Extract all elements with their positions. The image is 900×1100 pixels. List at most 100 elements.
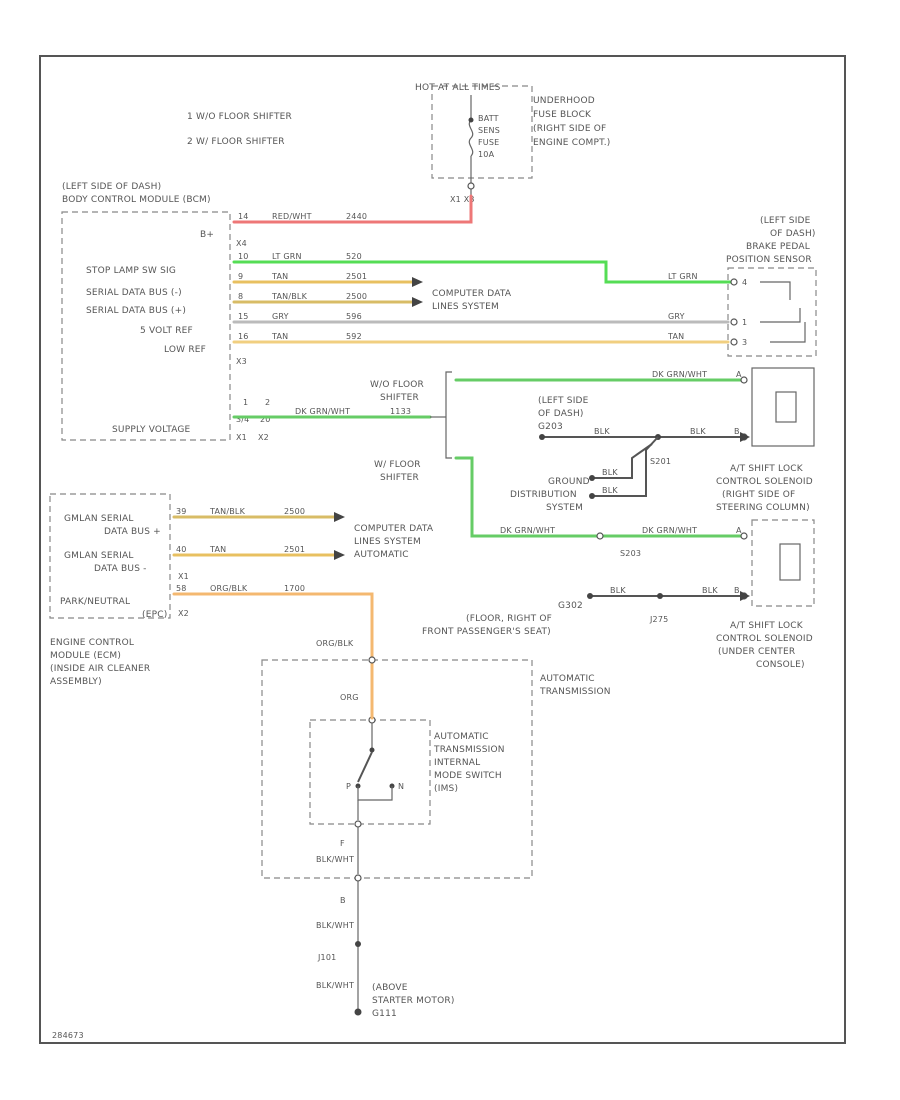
g302-line-2: (FLOOR, RIGHT OF — [466, 614, 552, 624]
mode-switch-pivot-dot — [369, 747, 375, 753]
bcm-supply-pin-2: 20 — [260, 415, 271, 424]
brake-location-line-3: BRAKE PEDAL — [746, 242, 810, 252]
ecm-connector-x2: X2 — [178, 609, 189, 618]
ecm-computer-data-label-3: AUTOMATIC — [354, 550, 409, 560]
wire-blk-g302-label-1: BLK — [610, 586, 626, 595]
wire-shifter-w-label-1: DK GRN/WHT — [500, 526, 555, 535]
wire-lt-grn-520 — [232, 260, 737, 284]
wire-ecm-org-blk-color: ORG/BLK — [210, 584, 248, 593]
mode-switch-pin-bottom-icon — [354, 820, 362, 828]
brake-pin-c-icon — [730, 338, 738, 346]
diagram-frame — [39, 55, 846, 1044]
transmission-org-blk-label: ORG/BLK — [316, 639, 354, 648]
fuse-location-line-4: ENGINE COMPT.) — [533, 138, 611, 148]
solenoid-center-line-4: CONSOLE) — [756, 660, 805, 670]
ground-dist-blk-2: BLK — [602, 486, 618, 495]
bcm-supply-pin-1: 3/4 — [236, 415, 249, 424]
bcm-pin-supply-voltage: SUPPLY VOLTAGE — [112, 425, 191, 435]
brake-location-line-4: POSITION SENSOR — [726, 255, 812, 265]
shift-lock-solenoid-center: A B BLK BLK J275 G302 (FLOOR, RIGHT OF F… — [422, 519, 815, 670]
bcm-pin-serial-data-plus: SERIAL DATA BUS (+) — [86, 306, 186, 316]
g302-line-3: FRONT PASSENGER'S SEAT) — [422, 627, 551, 637]
wire-tan-pin: 9 — [238, 272, 243, 281]
ground-dist-dot-2 — [589, 493, 595, 499]
ecm-pin-gmlan-plus-1: GMLAN SERIAL — [64, 514, 134, 524]
bcm-supply-note-1: 1 — [243, 398, 248, 407]
solenoid-center-line-1: A/T SHIFT LOCK — [730, 621, 804, 631]
g302-ground-dot — [587, 593, 593, 599]
wire-ecm-org-blk-circuit: 1700 — [284, 584, 305, 593]
wire-red-wht-circuit: 2440 — [346, 212, 367, 221]
brake-pedal-position-sensor: (LEFT SIDE OF DASH) BRAKE PEDAL POSITION… — [667, 216, 817, 357]
ecm-computer-data-label-2: LINES SYSTEM — [354, 537, 421, 547]
wire-dk-grn-wht-circuit: 1133 — [390, 407, 411, 416]
brake-pin-c-label: 3 — [742, 338, 747, 347]
wire-shifter-wo-label: DK GRN/WHT — [652, 370, 707, 379]
solenoid-right-line-3: (RIGHT SIDE OF — [722, 490, 795, 500]
wire-gry-circuit: 596 — [346, 312, 362, 321]
mode-switch-contact-icon — [357, 751, 373, 783]
shifter-w-line-1: W/ FLOOR — [374, 460, 421, 470]
wire-dk-grn-wht-color: DK GRN/WHT — [295, 407, 350, 416]
note-with-floor-shifter: 2 W/ FLOOR SHIFTER — [187, 137, 285, 147]
ecm-location-line-2: MODULE (ECM) — [50, 651, 121, 661]
wire-tan-blk-color: TAN/BLK — [271, 292, 308, 301]
solenoid-right-pin-b-label: B — [734, 427, 740, 436]
brake-wire-lt-grn-label: LT GRN — [668, 272, 698, 281]
bcm-connector-x4: X4 — [236, 239, 247, 248]
brake-location-line-1: (LEFT SIDE — [760, 216, 811, 226]
wire-lt-grn-color: LT GRN — [272, 252, 302, 261]
automatic-transmission: AUTOMATIC TRANSMISSION ORG/BLK ORG AUTOM… — [261, 639, 611, 882]
brake-pin-a-icon — [730, 278, 738, 286]
wire-gry-color: GRY — [272, 312, 289, 321]
bcm-location-line-2: BODY CONTROL MODULE (BCM) — [62, 195, 211, 205]
splice-j101-icon — [355, 941, 361, 947]
wire-ecm-org-blk-pin: 58 — [176, 584, 187, 593]
solenoid-center-pin-a-label: A — [736, 526, 742, 535]
ground-dist-dot-1 — [589, 475, 595, 481]
wire-blk-s201-down-2 — [594, 443, 653, 479]
solenoid-center-coil-icon — [779, 543, 801, 581]
ecm-location-line-1: ENGINE CONTROL — [50, 638, 134, 648]
g203-location-line-3: G203 — [538, 422, 563, 432]
body-control-module: (LEFT SIDE OF DASH) BODY CONTROL MODULE … — [61, 182, 271, 442]
hot-at-all-times-label: HOT AT ALL TIMES — [415, 83, 501, 93]
ecm-pin-gmlan-minus-2: DATA BUS - — [94, 564, 147, 574]
solenoid-right-line-2: CONTROL SOLENOID — [716, 477, 813, 487]
computer-data-lines-label-2: LINES SYSTEM — [432, 302, 499, 312]
splice-j101-label: J101 — [317, 953, 336, 962]
fuse-name-line-1: BATT — [478, 114, 499, 123]
wire-tan-blk-arrow-icon — [412, 297, 423, 307]
wire-ecm-org-blk-1700 — [172, 592, 374, 712]
ground-dist-line-1: GROUND — [548, 477, 590, 487]
ecm-pin-gmlan-minus-1: GMLAN SERIAL — [64, 551, 134, 561]
shifter-w-line-2: SHIFTER — [380, 473, 419, 483]
mode-switch-outline — [309, 719, 431, 825]
ecm-pin-park-neutral-1: PARK/NEUTRAL — [60, 597, 130, 607]
splice-j275-icon — [657, 593, 663, 599]
wire-ecm-tan-pin: 40 — [176, 545, 187, 554]
wire-ecm-tan-blk-arrow-icon — [334, 512, 345, 522]
engine-control-module: GMLAN SERIAL DATA BUS + GMLAN SERIAL DAT… — [49, 493, 189, 687]
splice-s203-label: S203 — [620, 549, 641, 558]
mode-switch-line-3: INTERNAL — [434, 758, 480, 768]
wire-ecm-tan-circuit: 2501 — [284, 545, 305, 554]
solenoid-right-body — [751, 367, 815, 447]
underhood-fuse-block: HOT AT ALL TIMES BATT SENS FUSE 10A UNDE… — [415, 83, 611, 204]
solenoid-right-pin-a-icon — [740, 376, 748, 384]
diagram-code: 284673 — [52, 1031, 84, 1040]
transmission-org-label: ORG — [340, 693, 359, 702]
shifter-wo-line-2: SHIFTER — [380, 393, 419, 403]
fuse-connector-label: X1 X3 — [450, 195, 475, 204]
note-without-floor-shifter: 1 W/O FLOOR SHIFTER — [187, 112, 292, 122]
transmission-outline — [261, 659, 533, 879]
wire-tan-low-pin: 16 — [238, 332, 249, 341]
bcm-pin-stop-lamp: STOP LAMP SW SIG — [86, 266, 176, 276]
wire-tan-color: TAN — [271, 272, 288, 281]
transmission-label-2: TRANSMISSION — [539, 687, 611, 697]
starter-ground-group: B BLK/WHT J101 BLK/WHT (ABOVE STARTER MO… — [316, 881, 454, 1019]
ecm-computer-data-label-1: COMPUTER DATA — [354, 524, 434, 534]
ground-g203-group: (LEFT SIDE OF DASH) G203 BLK BLK S201 BL… — [510, 396, 750, 513]
fuse-location-line-1: UNDERHOOD — [533, 96, 595, 106]
computer-data-lines-label-1: COMPUTER DATA — [432, 289, 512, 299]
